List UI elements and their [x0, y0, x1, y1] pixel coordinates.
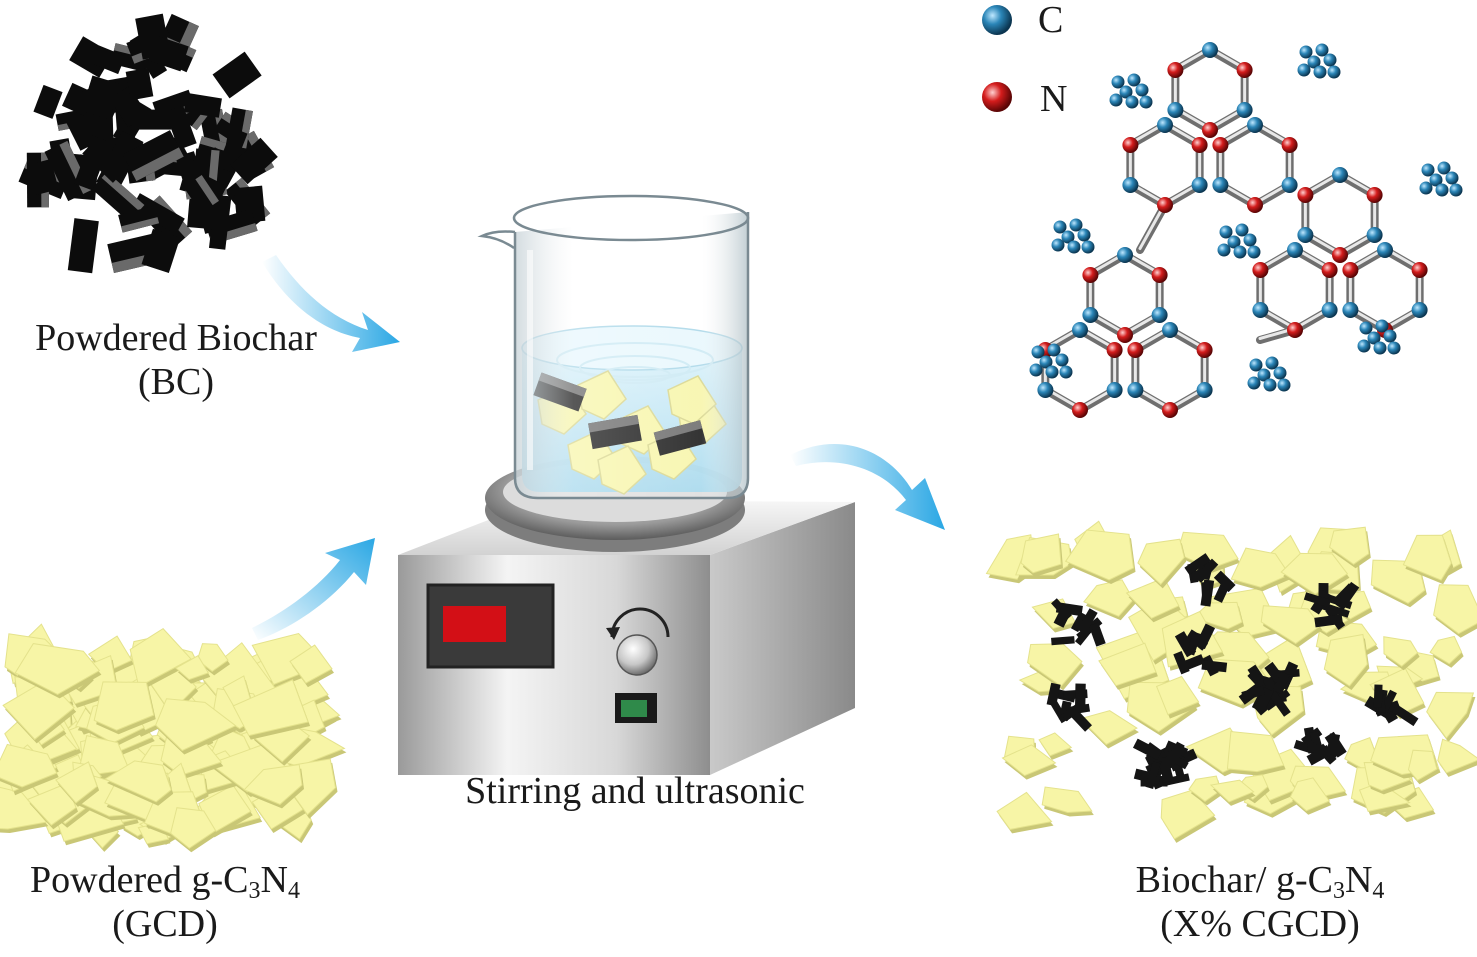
biochar-label-line2: (BC)	[138, 361, 214, 403]
composite-illustration	[985, 520, 1477, 843]
gcn-label-line2: (GCD)	[112, 903, 218, 945]
composite-label-line2: (X% CGCD)	[1160, 903, 1360, 945]
legend-carbon-sphere	[982, 5, 1012, 35]
arrow-gcn-to-beaker	[252, 538, 375, 640]
magnetic-stirrer	[398, 456, 855, 775]
gcn-flakes-illustration	[0, 623, 347, 853]
gcn-label: Powdered g-C3N4 (GCD)	[0, 858, 330, 946]
legend-nitrogen-sphere	[982, 82, 1012, 112]
arrow-beaker-to-composite	[790, 443, 945, 530]
biochar-label-line1: Powdered Biochar	[35, 317, 317, 359]
legend-nitrogen-label: N	[1040, 78, 1068, 120]
biochar-cluster-illustration	[18, 13, 278, 274]
display-screen	[443, 606, 506, 642]
composite-label-line1: Biochar/ g-C3N4	[1135, 859, 1385, 904]
g-c3n4-structure	[1029, 42, 1463, 418]
biochar-label: Powdered Biochar (BC)	[0, 316, 352, 404]
legend-carbon-label: C	[1038, 0, 1064, 41]
process-label: Stirring and ultrasonic	[465, 770, 805, 812]
legend	[982, 5, 1012, 112]
beaker	[477, 194, 750, 500]
arrow-biochar-to-beaker	[262, 255, 400, 352]
gcn-label-line1: Powdered g-C3N4	[30, 859, 300, 904]
composite-label: Biochar/ g-C3N4 (X% CGCD)	[1080, 858, 1440, 946]
knob-control	[616, 634, 658, 676]
